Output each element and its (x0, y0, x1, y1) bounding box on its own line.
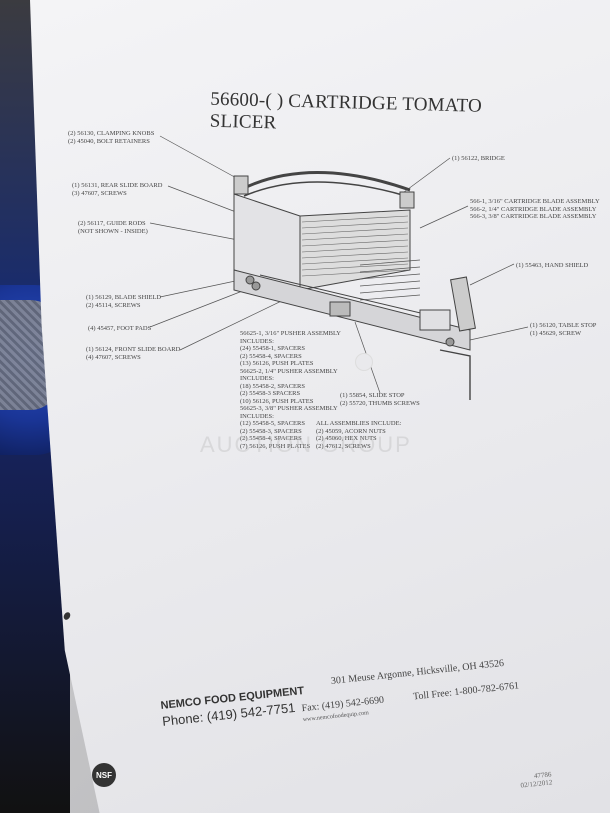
label-hand-shield: (1) 55463, HAND SHIELD (516, 262, 589, 269)
label-slide-stop: (1) 55854, SLIDE STOP (2) 55720, THUMB S… (340, 392, 420, 407)
label-guide-rods: (2) 56117, GUIDE RODS (NOT SHOWN - INSID… (78, 220, 148, 235)
label-foot-pads: (4) 45457, FOOT PADS (88, 325, 152, 332)
nsf-logo: NSF (92, 763, 116, 787)
paper-smudge (355, 353, 373, 371)
label-clamping-knobs: (2) 56130, CLAMPING KNOBS (2) 45040, BOL… (68, 130, 155, 145)
paper-sheet (30, 0, 610, 813)
label-cartridge-blades: 566-1, 3/16" CARTRIDGE BLADE ASSEMBLY 56… (470, 198, 600, 220)
label-pusher-assembly: 56625-1, 3/16" PUSHER ASSEMBLY INCLUDES:… (240, 330, 341, 450)
label-bridge: (1) 56122, BRIDGE (452, 155, 505, 162)
label-table-stop: (1) 56120, TABLE STOP (1) 45629, SCREW (530, 322, 597, 337)
label-all-assemblies: ALL ASSEMBLIES INCLUDE: (2) 45059, ACORN… (316, 420, 402, 450)
document-number: 47786 02/12/2012 (520, 770, 553, 790)
tomato-slicer-diagram (233, 171, 476, 400)
label-front-slide-board: (1) 56124, FRONT SLIDE BOARD (4) 47607, … (86, 346, 181, 361)
label-rear-slide-board: (1) 56131, REAR SLIDE BOARD (3) 47607, S… (72, 182, 163, 197)
label-blade-shield: (1) 56129, BLADE SHIELD (2) 45114, SCREW… (86, 294, 162, 309)
watermark: AUCTION GROUP (200, 432, 412, 457)
